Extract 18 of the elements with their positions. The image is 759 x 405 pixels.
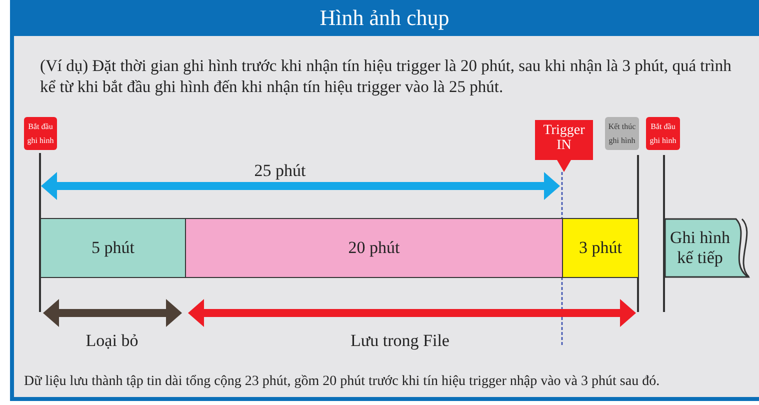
description-text: (Ví dụ) Đặt thời gian ghi hình trước khi nhận tín hiệu trigger là 20 phút, sau khi nhận là 3 phút, quá trình kể từ khi bắt đầu ghi hình đến khi nhận tín hiệu trigger vào là 25 phút. [40, 55, 732, 98]
node-label: Trigger IN [542, 123, 586, 154]
node-label: 3 phút [579, 238, 622, 258]
time-segment [40, 218, 186, 278]
node-label: 5 phút [92, 238, 134, 258]
node-label: Bắt đầu ghi hình [648, 120, 678, 147]
node-label: Kết thúc ghi hình [607, 120, 637, 147]
node-label: 20 phút [348, 238, 400, 258]
duration-label: 25 phút [253, 160, 307, 182]
node-label: Ghi hình kế tiếp [669, 228, 731, 268]
trigger-callout [535, 120, 593, 172]
duration-label: Lưu trong File [350, 330, 450, 352]
time-segment [664, 218, 750, 278]
duration-label: Loại bỏ [84, 330, 140, 352]
node-label: Bắt đầu ghi hình [26, 120, 55, 147]
time-segment [562, 218, 639, 278]
time-segment [185, 218, 563, 278]
footnote-text: Dữ liệu lưu thành tập tin dài tổng cộng 23 phút, gồm 20 phút trước khi tín hiệu trigger nhập vào và 3 phút sau đó. [24, 373, 661, 391]
